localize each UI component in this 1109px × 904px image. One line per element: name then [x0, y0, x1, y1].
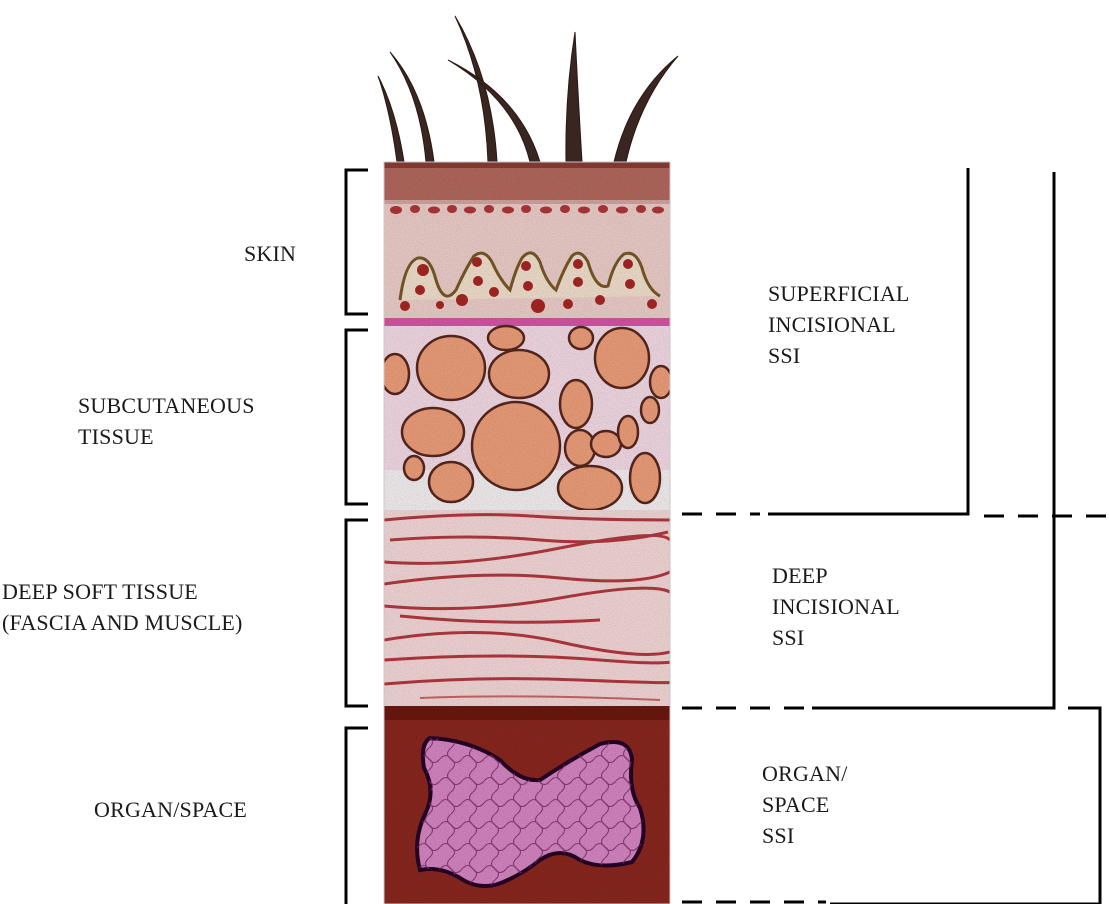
organ-ssi-boundary [830, 708, 1100, 904]
hair-group [378, 16, 678, 162]
label-skin: SKIN [244, 238, 296, 269]
hair-6 [614, 56, 678, 162]
label-deep-soft-tissue: DEEP SOFT TISSUE (FASCIA AND MUSCLE) [2, 576, 243, 638]
bracket-subcutaneous [346, 330, 368, 504]
bracket-skin [346, 170, 368, 314]
label-deep-incisional-ssi: DEEP INCISIONAL SSI [772, 560, 900, 653]
label-subcutaneous-tissue: SUBCUTANEOUS TISSUE [78, 390, 255, 452]
bracket-deep-soft-tissue [346, 520, 368, 706]
hair-5 [566, 32, 582, 162]
label-superficial-incisional-ssi: SUPERFICIAL INCISIONAL SSI [768, 278, 910, 371]
label-organ-space: ORGAN/SPACE [94, 794, 247, 825]
label-organ-space-ssi: ORGAN/ SPACE SSI [762, 758, 848, 851]
hair-1 [378, 76, 404, 162]
bracket-organ-space [346, 728, 368, 904]
layer-brackets [346, 170, 368, 904]
